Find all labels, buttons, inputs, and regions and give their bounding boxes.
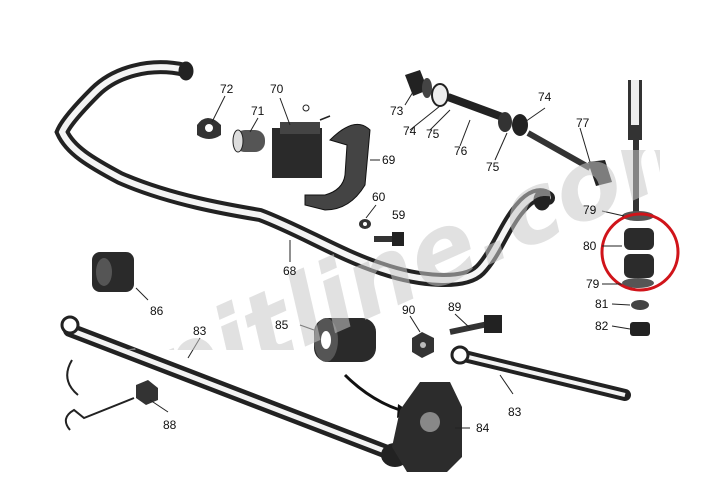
rubber-block-part-70 (272, 104, 331, 178)
part-label-90: 90 (402, 303, 416, 317)
part-label-84: 84 (476, 421, 490, 435)
part-label-79a: 79 (583, 203, 597, 217)
part-label-76: 76 (454, 144, 468, 158)
part-label-75b: 75 (486, 160, 500, 174)
part-label-85: 85 (275, 318, 289, 332)
highlight-circle (600, 212, 680, 292)
part-label-69: 69 (382, 153, 396, 167)
part-label-70: 70 (270, 82, 284, 96)
bolt-part-59 (374, 232, 404, 246)
part-label-74b: 74 (538, 90, 552, 104)
leader-lines (135, 91, 631, 429)
part-label-74a: 74 (403, 124, 417, 138)
clamp-part-72 (197, 118, 221, 139)
part-label-79b: 79 (586, 277, 600, 291)
part-label-82: 82 (595, 319, 609, 333)
washer-part-60 (359, 219, 371, 229)
part-label-73: 73 (390, 104, 404, 118)
anti-roll-bar (54, 60, 555, 287)
nut-part-90 (412, 332, 434, 358)
part-label-89: 89 (448, 300, 462, 314)
part-label-72: 72 (220, 82, 234, 96)
part-label-77: 77 (576, 116, 590, 130)
part-label-80: 80 (583, 239, 597, 253)
part-label-60: 60 (372, 190, 386, 204)
part-label-59: 59 (392, 208, 406, 222)
bush-part-86 (92, 252, 134, 292)
arrow-85-to-84 (343, 373, 401, 412)
part-label-88: 88 (163, 418, 177, 432)
bush-part-71 (232, 129, 265, 153)
spanner-outline (64, 359, 135, 431)
bolt-part-89 (449, 315, 502, 335)
bolt-assembly-73-77 (405, 70, 612, 186)
part-label-81: 81 (595, 297, 609, 311)
part-label-75a: 75 (426, 127, 440, 141)
part-label-86: 86 (150, 304, 164, 318)
vertical-link-assembly (622, 80, 654, 336)
part-label-83a: 83 (193, 324, 207, 338)
part-label-83b: 83 (508, 405, 522, 419)
bush-part-85 (314, 318, 376, 362)
bracket-part-84 (392, 382, 462, 472)
part-label-71: 71 (251, 104, 265, 118)
part-label-68: 68 (283, 264, 297, 278)
nut-part-88 (136, 380, 158, 405)
bracket-part-69 (304, 123, 371, 211)
radius-arm-part-83-right (450, 345, 631, 401)
